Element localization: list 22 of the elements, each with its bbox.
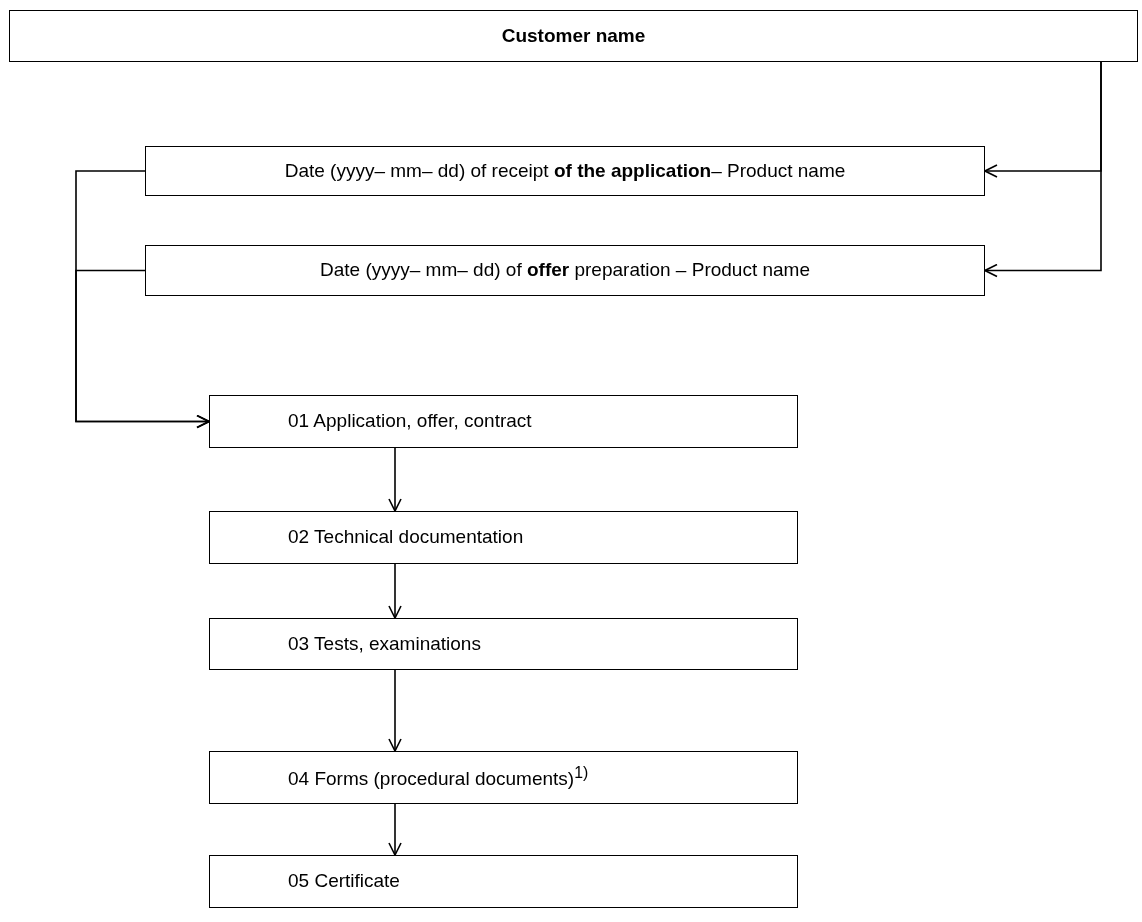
header-box	[9, 10, 1138, 62]
box-label: Customer name	[501, 24, 646, 48]
process-box	[145, 245, 985, 296]
box-label: 04 Forms (procedural documents)$^{1)}$	[288, 763, 589, 792]
arrow	[75, 269, 210, 429]
arrow	[388, 563, 402, 619]
box-label: 01 Application, offer, contract	[288, 410, 532, 433]
box-label: 02 Technical documentation	[288, 526, 524, 549]
process-box	[209, 618, 798, 670]
arrow	[388, 803, 402, 856]
arrow	[388, 669, 402, 752]
process-box	[209, 395, 798, 448]
box-label: Date (yyyy– mm– dd) of receipt of the application– Product name	[284, 159, 846, 183]
box-label: 05 Certificate	[288, 870, 400, 893]
process-box	[145, 146, 985, 196]
box-label: Date (yyyy– mm– dd) of offer preparation – Product name	[320, 259, 810, 282]
process-box	[209, 511, 798, 564]
process-box	[209, 855, 798, 908]
arrow	[984, 61, 1102, 278]
process-box	[209, 751, 798, 804]
arrow	[388, 447, 402, 512]
box-label: 03 Tests, examinations	[288, 632, 481, 656]
